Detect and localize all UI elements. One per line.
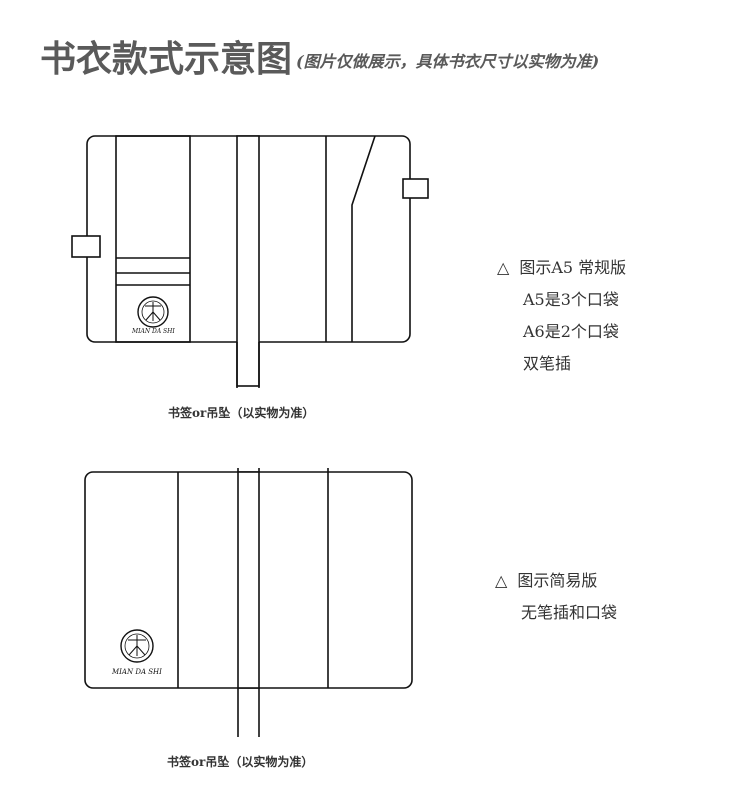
standard-logo-text: MIAN DA SHI xyxy=(132,328,175,335)
simple-heading: 图示简易版 xyxy=(517,571,598,590)
simple-heading-row: △ 图示简易版 xyxy=(495,571,597,590)
simple-bookmark-band xyxy=(237,471,260,689)
standard-heading: 图示A5 常规版 xyxy=(519,258,627,277)
standard-left-tab xyxy=(71,235,101,258)
page-title: 书衣款式示意图(图片仅做展示，具体书衣尺寸以实物为准) xyxy=(40,30,599,82)
standard-line-1: A5是3个口袋 xyxy=(523,290,619,309)
standard-line-3: 双笔插 xyxy=(523,354,572,373)
triangle-bullet-icon: △ xyxy=(495,571,508,590)
standard-pen-slot xyxy=(351,135,376,342)
triangle-bullet-icon: △ xyxy=(497,258,510,277)
standard-logo-seal-icon xyxy=(137,296,169,328)
standard-description: △ 图示A5 常规版 A5是3个口袋 A6是2个口袋 双笔插 xyxy=(497,252,626,380)
simple-description: △ 图示简易版 无笔插和口袋 xyxy=(495,565,617,629)
simple-line-1: 无笔插和口袋 xyxy=(521,603,618,622)
simple-logo-seal-icon xyxy=(120,629,154,663)
standard-right-tab xyxy=(402,178,429,199)
standard-bookmark-band xyxy=(236,135,260,387)
standard-heading-row: △ 图示A5 常规版 xyxy=(497,258,626,277)
simple-logo-text: MIAN DA SHI xyxy=(112,668,162,676)
standard-pocket-panel xyxy=(115,135,191,343)
title-subtitle: (图片仅做展示，具体书衣尺寸以实物为准) xyxy=(296,52,600,71)
title-main: 书衣款式示意图 xyxy=(40,38,293,80)
standard-line-2: A6是2个口袋 xyxy=(523,322,619,341)
standard-caption: 书签or吊坠（以实物为准） xyxy=(168,406,315,420)
simple-caption: 书签or吊坠（以实物为准） xyxy=(167,755,314,769)
